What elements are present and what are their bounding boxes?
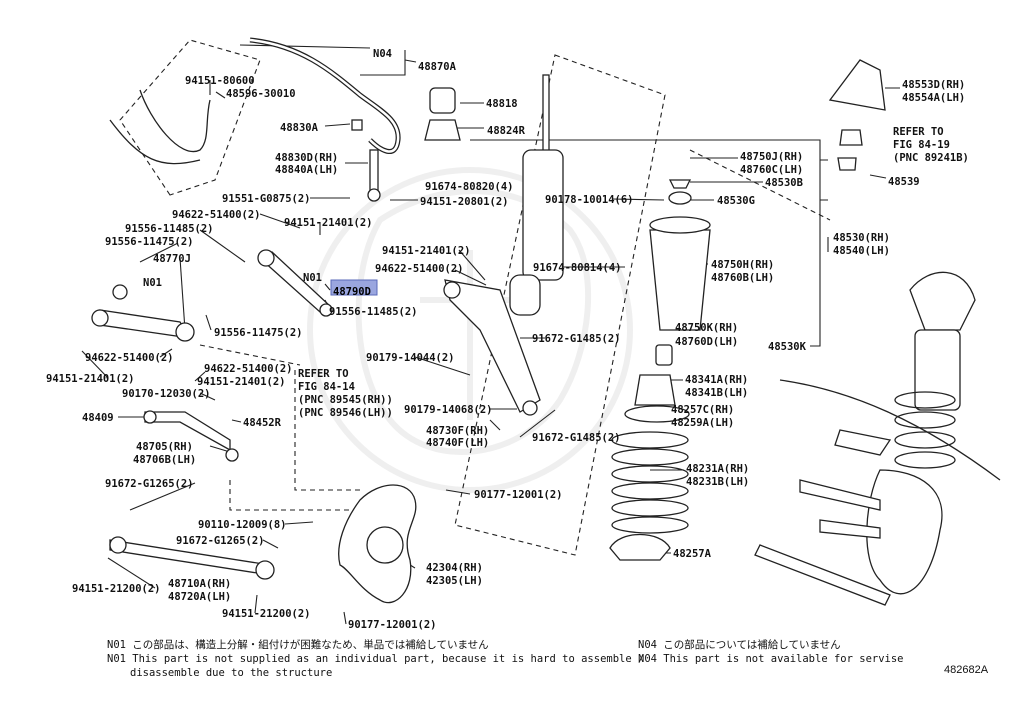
part-label-48553d[interactable]: 48553D(RH) — [902, 79, 965, 91]
part-label-91556-11475_b[interactable]: 91556-11475(2) — [214, 327, 303, 339]
part-label-90177-12001_a[interactable]: 90177-12001(2) — [474, 489, 563, 501]
part-label-94151-80600[interactable]: 94151-80600 — [185, 75, 255, 87]
part-label-48870a[interactable]: 48870A — [418, 61, 457, 73]
highlight-48790d — [330, 279, 378, 296]
part-label-48539[interactable]: 48539 — [888, 176, 920, 188]
part-label-48341b[interactable]: 48341B(LH) — [685, 387, 748, 399]
part-label-48530b[interactable]: 48530B — [765, 177, 803, 189]
part-label-48824r[interactable]: 48824R — [487, 125, 526, 137]
part-label-48596-30010[interactable]: 48596-30010 — [226, 88, 296, 100]
part-label-90178-10014[interactable]: 90178-10014(6) — [545, 194, 634, 206]
part-label-48259a[interactable]: 48259A(LH) — [671, 417, 734, 429]
part-label-ref84-19c[interactable]: (PNC 89241B) — [893, 152, 969, 164]
part-label-94151-21200_b[interactable]: 94151-21200(2) — [222, 608, 311, 620]
part-label-ref84-19a[interactable]: REFER TO — [893, 126, 944, 138]
part-label-48530g[interactable]: 48530G — [717, 195, 755, 207]
part-label-94622-51400_c[interactable]: 94622-51400(2) — [85, 352, 174, 364]
part-label-48409[interactable]: 48409 — [82, 412, 114, 424]
part-label-48257a[interactable]: 48257A — [673, 548, 712, 560]
part-label-90179-14044[interactable]: 90179-14044(2) — [366, 352, 455, 364]
part-label-n04_top[interactable]: N04 — [373, 48, 392, 60]
part-label-42304[interactable]: 42304(RH) — [426, 562, 483, 574]
part-label-48760b[interactable]: 48760B(LH) — [711, 272, 774, 284]
part-label-48750k[interactable]: 48750K(RH) — [675, 322, 738, 334]
part-label-48830d[interactable]: 48830D(RH) — [275, 152, 338, 164]
part-label-48720a[interactable]: 48720A(LH) — [168, 591, 231, 603]
part-label-90170-12030[interactable]: 90170-12030(2) — [122, 388, 211, 400]
part-label-94151-21401_c[interactable]: 94151-21401(2) — [46, 373, 135, 385]
part-label-42305[interactable]: 42305(LH) — [426, 575, 483, 587]
part-label-48257c[interactable]: 48257C(RH) — [671, 404, 734, 416]
part-label-48452r[interactable]: 48452R — [243, 417, 282, 429]
part-label-91672-g1265_a[interactable]: 91672-G1265(2) — [105, 478, 194, 490]
dashed-groupings — [119, 39, 831, 556]
part-label-ref84-14b[interactable]: FIG 84-14 — [298, 381, 355, 393]
part-label-48760d[interactable]: 48760D(LH) — [675, 336, 738, 348]
part-label-48540[interactable]: 48540(LH) — [833, 245, 890, 257]
part-label-48740f[interactable]: 48740F(LH) — [426, 437, 489, 449]
part-label-48705[interactable]: 48705(RH) — [136, 441, 193, 453]
part-label-48231b[interactable]: 48231B(LH) — [686, 476, 749, 488]
part-label-94622-51400_b[interactable]: 94622-51400(2) — [375, 263, 464, 275]
part-label-48554a[interactable]: 48554A(LH) — [902, 92, 965, 104]
part-label-91674-80814[interactable]: 91674-80814(4) — [533, 262, 622, 274]
part-label-90177-12001_b[interactable]: 90177-12001(2) — [348, 619, 437, 631]
part-label-ref84-14d[interactable]: (PNC 89546(LH)) — [298, 407, 393, 419]
part-label-91556-11485_b[interactable]: 91556-11485(2) — [329, 306, 418, 318]
part-label-48231a[interactable]: 48231A(RH) — [686, 463, 749, 475]
part-label-91672-g1485_b[interactable]: 91672-G1485(2) — [532, 432, 621, 444]
part-label-48730f[interactable]: 48730F(RH) — [426, 425, 489, 437]
part-label-48770j[interactable]: 48770J — [153, 253, 191, 265]
part-label-48750j[interactable]: 48750J(RH) — [740, 151, 803, 163]
part-label-48840a[interactable]: 48840A(LH) — [275, 164, 338, 176]
part-label-ref84-14a[interactable]: REFER TO — [298, 368, 349, 380]
part-label-48530[interactable]: 48530(RH) — [833, 232, 890, 244]
part-label-48750h[interactable]: 48750H(RH) — [711, 259, 774, 271]
part-label-48341a[interactable]: 48341A(RH) — [685, 374, 748, 386]
part-label-48530k[interactable]: 48530K — [768, 341, 807, 353]
part-label-94151-21200_a[interactable]: 94151-21200(2) — [72, 583, 161, 595]
part-label-48790d[interactable]: 48790D — [333, 286, 371, 298]
part-label-91672-g1485_a[interactable]: 91672-G1485(2) — [532, 333, 621, 345]
part-label-48706b[interactable]: 48706B(LH) — [133, 454, 196, 466]
part-label-94151-21401_d[interactable]: 94151-21401(2) — [197, 376, 286, 388]
part-label-n01_a[interactable]: N01 — [143, 277, 162, 289]
leader-lines — [81, 44, 900, 625]
part-label-94622-51400_a[interactable]: 94622-51400(2) — [172, 209, 261, 221]
part-label-ref84-14c[interactable]: (PNC 89545(RH)) — [298, 394, 393, 406]
part-label-48830a[interactable]: 48830A — [280, 122, 319, 134]
part-label-90110-12009[interactable]: 90110-12009(8) — [198, 519, 287, 531]
part-label-91556-11485_a[interactable]: 91556-11485(2) — [125, 223, 214, 235]
part-label-91674-80820[interactable]: 91674-80820(4) — [425, 181, 514, 193]
part-label-91556-11475_a[interactable]: 91556-11475(2) — [105, 236, 194, 248]
part-label-94151-21401_b[interactable]: 94151-21401(2) — [382, 245, 471, 257]
part-label-n01_b[interactable]: N01 — [303, 272, 322, 284]
part-label-91551-g0875[interactable]: 91551-G0875(2) — [222, 193, 311, 205]
part-label-90179-14068[interactable]: 90179-14068(2) — [404, 404, 493, 416]
part-label-94151-20801[interactable]: 94151-20801(2) — [420, 196, 509, 208]
part-label-94151-21401_a[interactable]: 94151-21401(2) — [284, 217, 373, 229]
part-label-94622-51400_d[interactable]: 94622-51400(2) — [204, 363, 293, 375]
part-label-91672-g1265_b[interactable]: 91672-G1265(2) — [176, 535, 265, 547]
part-shapes — [91, 37, 1001, 606]
part-label-48760c[interactable]: 48760C(LH) — [740, 164, 803, 176]
part-label-48710a[interactable]: 48710A(RH) — [168, 578, 231, 590]
part-label-ref84-19b[interactable]: FIG 84-19 — [893, 139, 950, 151]
part-label-48818[interactable]: 48818 — [486, 98, 518, 110]
